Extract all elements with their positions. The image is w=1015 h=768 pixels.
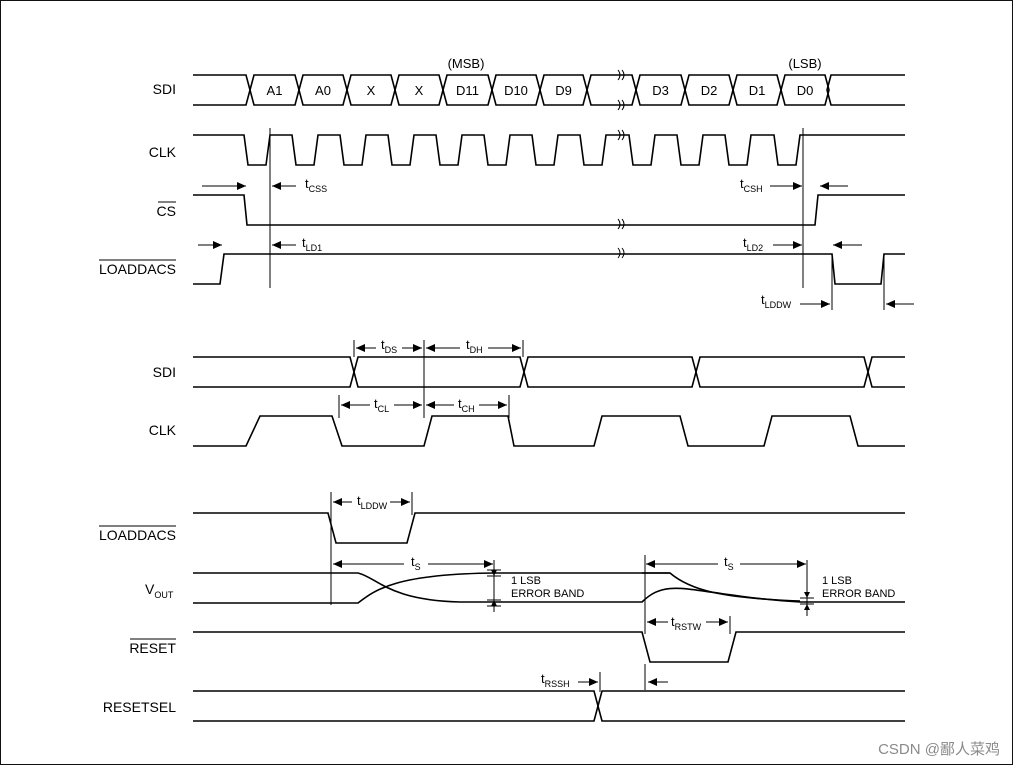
csdn-watermark: CSDN @鄙人菜鸡 — [878, 741, 1000, 758]
label-sdi-1: SDI — [153, 81, 176, 97]
sdi-bit-label: D0 — [797, 83, 814, 98]
sdi-bit-label: D9 — [555, 83, 572, 98]
svg-text:tRSTW: tRSTW — [671, 614, 702, 632]
trssh-annotation: tRSSH — [541, 664, 668, 692]
svg-text:tDS: tDS — [381, 337, 397, 355]
tcsh-annotation: tCSH — [740, 176, 848, 194]
label-loaddacs-1: LOADDACS — [99, 261, 176, 277]
loaddacs-waveform-2 — [193, 512, 905, 544]
svg-text:tCSH: tCSH — [740, 176, 763, 194]
label-resetsel: RESETSEL — [103, 699, 176, 715]
svg-text:tLD2: tLD2 — [743, 235, 763, 253]
svg-text:ERROR BAND: ERROR BAND — [511, 588, 584, 600]
label-vout: VOUT — [145, 581, 174, 600]
loaddacs-waveform-1 — [193, 253, 905, 285]
tch-annotation: tCH — [426, 396, 507, 414]
svg-text:ERROR BAND: ERROR BAND — [822, 588, 895, 600]
clk-waveform-1 — [193, 134, 905, 166]
vout-waveform — [193, 572, 905, 604]
sdi-bit-label: D10 — [504, 83, 528, 98]
tcl-annotation: tCL — [341, 396, 422, 414]
tds-annotation: tDS — [356, 337, 422, 355]
tcss-annotation: tCSS — [202, 176, 327, 194]
trstw-annotation: tRSTW — [647, 614, 728, 632]
ts-annotation-2: tS 1 LSB ERROR BAND — [644, 554, 895, 634]
sdi-bit-cell — [586, 74, 637, 106]
svg-text:tS: tS — [724, 554, 734, 572]
sdi-bit-label: D3 — [652, 83, 669, 98]
svg-text:1 LSB: 1 LSB — [822, 575, 852, 587]
sdi-bus: A1 A0 X X D11 D10 D9 D3 D2 D1 D0 — [193, 69, 905, 111]
clk-waveform-2 — [193, 415, 905, 447]
svg-text:tRSSH: tRSSH — [541, 671, 570, 689]
label-sdi-2: SDI — [153, 364, 176, 380]
svg-text:tLDDW: tLDDW — [357, 493, 388, 511]
tdh-annotation: tDH — [426, 337, 521, 355]
sdi-bit-label: X — [367, 83, 376, 98]
reset-waveform — [193, 631, 905, 663]
ts-annotation-1: tS 1 LSB ERROR BAND — [333, 554, 584, 612]
label-reset: RESET — [129, 640, 176, 656]
cs-waveform — [193, 194, 905, 226]
svg-text:tLDDW: tLDDW — [761, 292, 792, 310]
svg-text:tS: tS — [411, 554, 421, 572]
sdi-bit-label: D11 — [456, 83, 479, 98]
tld2-annotation: tLD2 — [743, 235, 862, 253]
svg-text:tCL: tCL — [374, 396, 389, 414]
svg-text:tCH: tCH — [458, 396, 475, 414]
sdi-bit-label: X — [415, 83, 424, 98]
loaddacs-break-mark — [617, 247, 625, 259]
clk-break-mark — [617, 129, 625, 141]
label-clk-2: CLK — [149, 422, 177, 438]
tlddw-annotation-1: tLDDW — [761, 292, 914, 310]
svg-text:tDH: tDH — [466, 337, 483, 355]
tlddw-annotation-2: tLDDW — [333, 493, 410, 511]
svg-text:1 LSB: 1 LSB — [511, 575, 541, 587]
cs-break-mark — [617, 218, 625, 230]
msb-marker: (MSB) — [448, 56, 485, 71]
sdi-bit-label: D1 — [749, 83, 766, 98]
resetsel-waveform — [193, 690, 905, 722]
sdi-waveform-2 — [193, 356, 905, 388]
label-cs: CS — [157, 203, 176, 219]
sdi-bit-label: A0 — [315, 83, 331, 98]
tld1-annotation: tLD1 — [198, 235, 322, 253]
svg-text:tCSS: tCSS — [305, 176, 327, 194]
lsb-marker: (LSB) — [788, 56, 821, 71]
sdi-bit-label: A1 — [267, 83, 283, 98]
sdi-bit-cell — [780, 74, 830, 106]
label-loaddacs-2: LOADDACS — [99, 527, 176, 543]
label-clk-1: CLK — [149, 144, 177, 160]
sdi-bit-label: D2 — [701, 83, 718, 98]
svg-text:tLD1: tLD1 — [302, 235, 322, 253]
